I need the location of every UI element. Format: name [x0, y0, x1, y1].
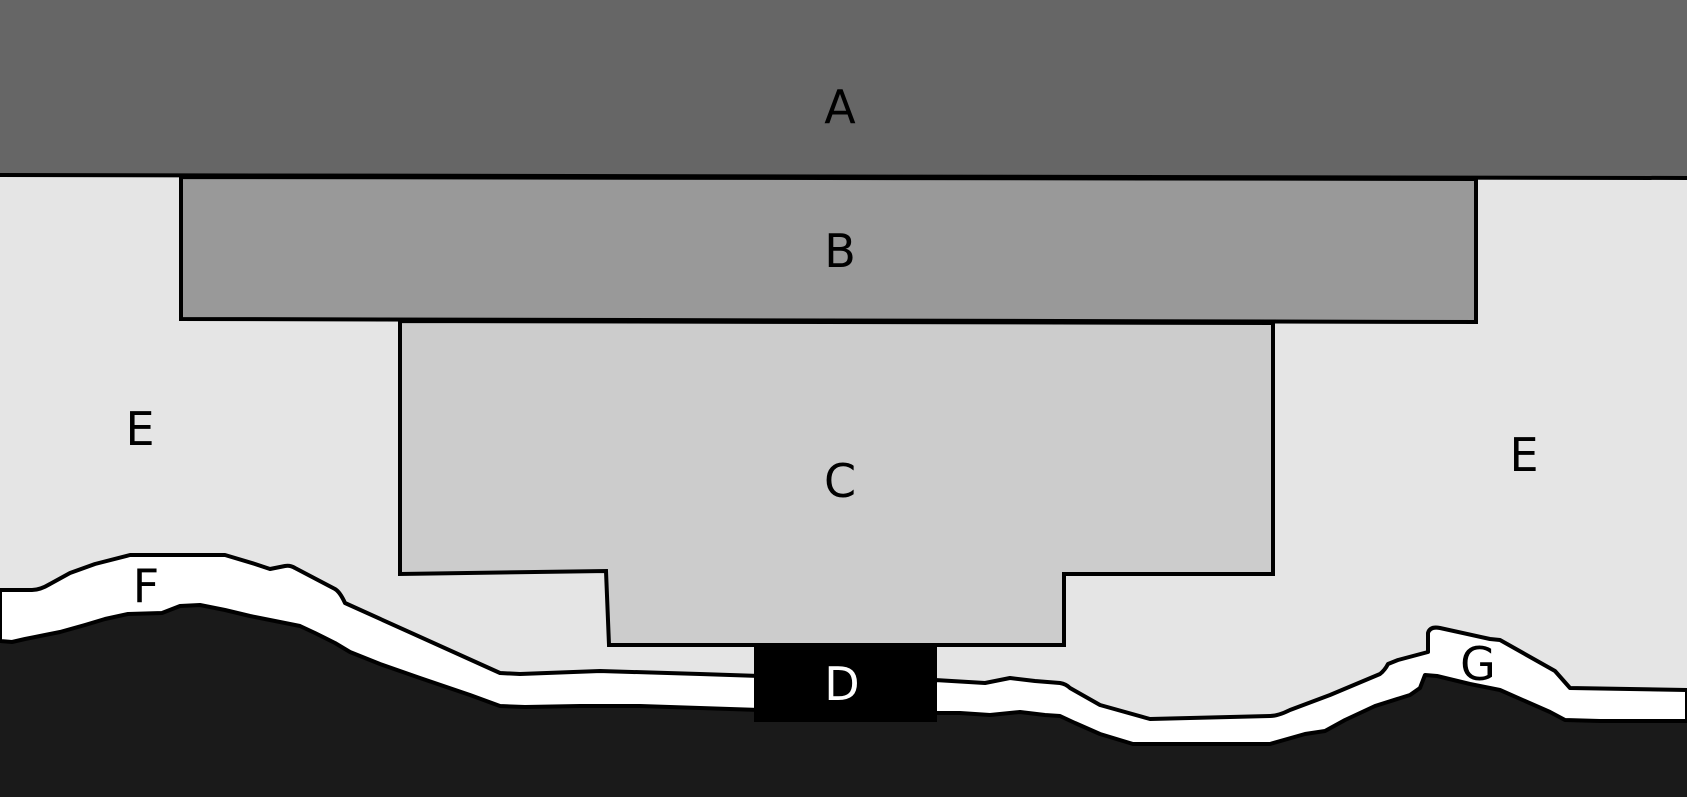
label-e-left: E [125, 402, 154, 456]
layer-a [0, 0, 1687, 178]
layer-c [398, 318, 1275, 647]
label-c: C [824, 454, 856, 508]
label-g: G [1460, 637, 1496, 691]
region-f-band [0, 553, 762, 712]
label-f: F [133, 559, 159, 613]
label-a: A [824, 80, 856, 134]
label-b: B [824, 224, 856, 278]
ground-region [0, 605, 1687, 797]
label-d: D [824, 657, 859, 711]
label-e-right: E [1509, 428, 1538, 482]
layer-b [179, 174, 1478, 325]
region-g-band [933, 625, 1687, 746]
block-d [754, 647, 937, 722]
